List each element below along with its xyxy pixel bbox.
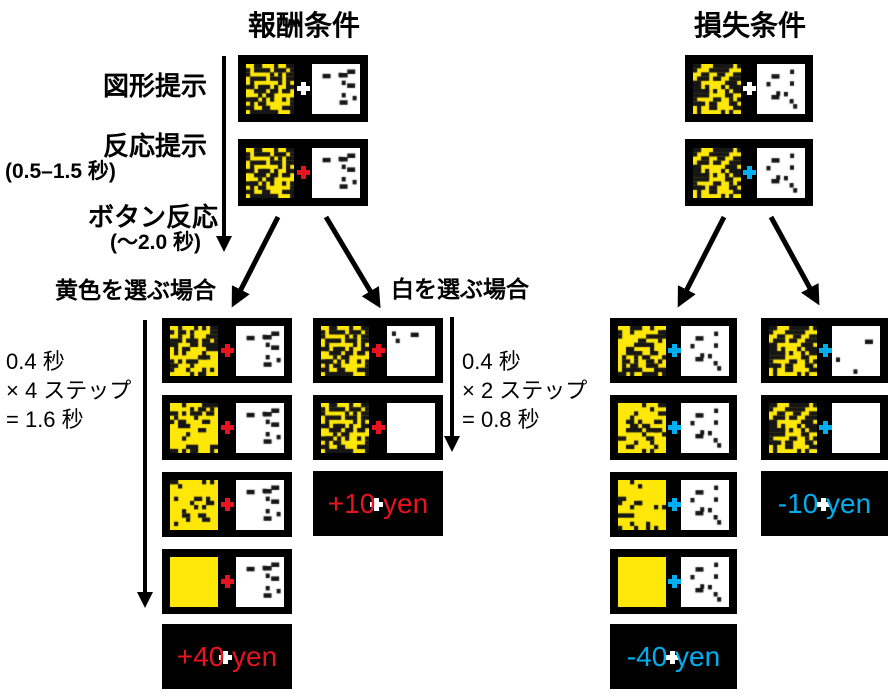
loss-white-step-2-panel [761, 395, 888, 460]
reward-figure-presentation-panel [238, 55, 368, 122]
fixation-cross-icon [668, 421, 681, 434]
fixation-cross-icon [221, 421, 234, 434]
reward-white-step-1-panel [313, 318, 443, 383]
loss-large-outcome-panel: -40 yen [610, 624, 737, 689]
loss-choose-yellow-arrow [677, 215, 727, 308]
phase-label-response-duration: (0.5–1.5 秒) [5, 160, 116, 183]
yellow-pattern-square [321, 326, 369, 376]
loss-choose-white-arrow [768, 215, 820, 306]
reward-response-presentation-panel [238, 139, 368, 206]
fixation-cross-icon [743, 82, 756, 95]
yellow-pattern-square [618, 480, 666, 530]
white-pattern-square [236, 480, 284, 530]
yellow-pattern-square [170, 403, 218, 453]
yellow-pattern-square [170, 557, 218, 607]
yellow-pattern-square [618, 326, 666, 376]
yellow-pattern-square [618, 557, 666, 607]
fixation-cross-icon [668, 344, 681, 357]
outcome-text: -10 yen [777, 488, 872, 519]
yellow-pattern-square [321, 403, 369, 453]
loss-figure-presentation-panel [685, 55, 813, 122]
yellow-pattern-square [246, 64, 294, 114]
white-pattern-square [681, 480, 729, 530]
fixation-cross-icon [297, 82, 310, 95]
fixation-cross-icon [221, 344, 234, 357]
white-pattern-square [387, 403, 435, 453]
timing-label-white-sequence: 0.4 秒 × 2 ステップ = 0.8 秒 [462, 347, 587, 434]
yellow-pattern-square [618, 403, 666, 453]
outcome-text: +40 yen [176, 641, 278, 672]
reward-white-step-2-panel [313, 395, 443, 460]
timing-line: × 4 ステップ [6, 378, 132, 403]
phase-label-response-presentation: 反応提示 [103, 131, 208, 161]
timing-line: 0.4 秒 [6, 349, 65, 374]
reward-yellow-step-1-panel [162, 318, 292, 383]
white-pattern-square [236, 403, 284, 453]
reward-yellow-step-3-panel [162, 472, 292, 537]
white-pattern-square [681, 557, 729, 607]
fixation-cross-icon [666, 651, 679, 664]
fixation-cross-icon [819, 421, 832, 434]
loss-yellow-step-1-panel [610, 318, 737, 383]
phase-label-button-response-duration: (～2.0 秒) [110, 231, 202, 254]
yellow-pattern-square [693, 64, 741, 114]
fixation-cross-icon [372, 344, 385, 357]
fixation-cross-icon [219, 651, 232, 664]
white-pattern-square [387, 326, 435, 376]
timing-line: × 2 ステップ [462, 378, 588, 403]
fixation-cross-icon [743, 166, 756, 179]
fixation-cross-icon [297, 166, 310, 179]
white-pattern-square [832, 326, 880, 376]
yellow-pattern-square [170, 326, 218, 376]
reward-choose-white-arrow [323, 215, 381, 309]
fixation-cross-icon [221, 575, 234, 588]
loss-yellow-step-3-panel [610, 472, 737, 537]
outcome-text: +10 yen [327, 488, 429, 519]
loss-small-outcome-panel: -10 yen [761, 471, 888, 536]
white-pattern-square [236, 557, 284, 607]
fixation-cross-icon [817, 498, 830, 511]
yellow-pattern-square [769, 403, 817, 453]
reward-large-outcome-panel: +40 yen [162, 624, 292, 689]
white-pattern-square [236, 326, 284, 376]
loss-yellow-step-2-panel [610, 395, 737, 460]
branch-label-choose-yellow: 黄色を選ぶ場合 [55, 277, 216, 303]
white-pattern-square [681, 326, 729, 376]
phase-label-button-response: ボタン反応 [88, 202, 219, 232]
white-pattern-square [757, 64, 805, 114]
yellow-pattern-square [170, 480, 218, 530]
reward-yellow-step-2-panel [162, 395, 292, 460]
fixation-cross-icon [819, 344, 832, 357]
fixation-cross-icon [668, 498, 681, 511]
timing-line: = 1.6 秒 [6, 407, 84, 432]
white-pattern-square [681, 403, 729, 453]
loss-white-step-1-panel [761, 318, 888, 383]
outcome-text: -40 yen [626, 641, 721, 672]
white-pattern-square [312, 148, 360, 198]
timing-label-yellow-sequence: 0.4 秒 × 4 ステップ = 1.6 秒 [6, 347, 131, 434]
loss-condition-title: 損失条件 [693, 10, 806, 41]
fixation-cross-icon [668, 575, 681, 588]
reward-small-outcome-panel: +10 yen [313, 471, 443, 536]
loss-yellow-step-4-panel [610, 549, 737, 614]
branch-label-choose-white: 白を選ぶ場合 [391, 276, 529, 302]
yellow-pattern-square [693, 148, 741, 198]
reward-condition-title: 報酬条件 [247, 10, 360, 41]
fixation-cross-icon [372, 421, 385, 434]
yellow-pattern-square [246, 148, 294, 198]
fixation-cross-icon [221, 498, 234, 511]
reward-yellow-step-4-panel [162, 549, 292, 614]
fixation-cross-icon [370, 498, 383, 511]
white-pattern-square [757, 148, 805, 198]
white-pattern-square [832, 403, 880, 453]
yellow-pattern-square [769, 326, 817, 376]
loss-response-presentation-panel [685, 139, 813, 206]
white-pattern-square [312, 64, 360, 114]
timing-line: 0.4 秒 [462, 349, 521, 374]
phase-label-figure-presentation: 図形提示 [103, 71, 208, 101]
reward-choose-yellow-arrow [231, 215, 281, 308]
timing-line: = 0.8 秒 [462, 407, 540, 432]
